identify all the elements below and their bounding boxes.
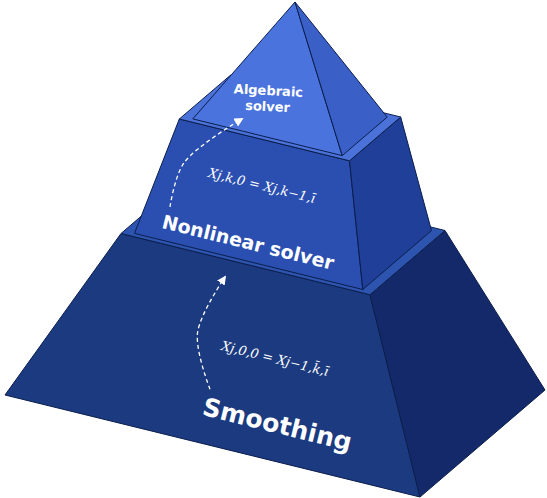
base-layer-label: Smoothing	[200, 392, 355, 457]
layer-title: Smoothing	[200, 392, 355, 457]
transfer-formula: Xj,0,0 = Xj−1,k̄,ī	[220, 338, 330, 379]
transfer-formula: Xj,k,0 = Xj,k−1,ī	[207, 165, 317, 206]
apex-right-face	[295, 2, 387, 156]
layer-title: Algebraic solver	[225, 80, 311, 116]
dashed-arrow	[170, 119, 242, 207]
middle-layer-label: Nonlinear solver	[160, 210, 337, 274]
apex-layer-label: Algebraic solver	[225, 80, 311, 116]
layer-title: Nonlinear solver	[160, 210, 337, 274]
dashed-arrow	[197, 277, 225, 389]
